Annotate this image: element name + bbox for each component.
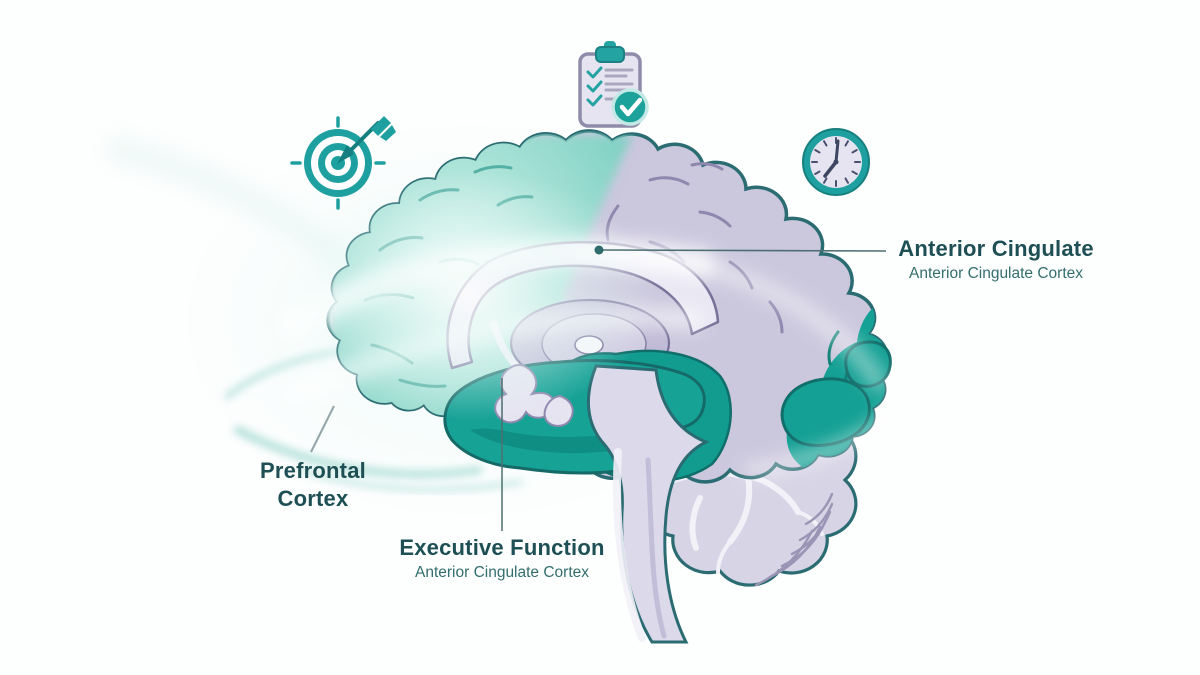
executive-function-subtitle: Anterior Cingulate Cortex (414, 564, 590, 581)
prefrontal-cortex-title: Prefrontal Cortex (260, 458, 366, 511)
checkmarks (586, 66, 603, 107)
leader-line-prefrontal (310, 405, 335, 453)
anterior-cingulate-title: Anterior Cingulate (898, 236, 1094, 261)
dart-arrow (337, 116, 396, 164)
brainstem (586, 364, 710, 644)
leader-line-anterior-cingulate (594, 245, 887, 255)
frontal-glow-bloom (285, 170, 655, 420)
label-executive-function: Executive Function Anterior Cingulate Co… (377, 535, 627, 583)
clock-icon (802, 128, 870, 196)
clock-ticks (811, 137, 861, 187)
label-anterior-cingulate: Anterior Cingulate Anterior Cingulate Co… (893, 236, 1099, 284)
target-icon (290, 116, 396, 210)
leader-dot (594, 245, 604, 255)
checklist-icon (578, 41, 649, 128)
clock-hands (823, 139, 840, 178)
cerebellum-folia-stripes (754, 492, 834, 587)
executive-function-title: Executive Function (399, 535, 605, 560)
anterior-cingulate-subtitle: Anterior Cingulate Cortex (908, 265, 1084, 282)
label-prefrontal-cortex: Prefrontal Cortex (233, 457, 393, 513)
